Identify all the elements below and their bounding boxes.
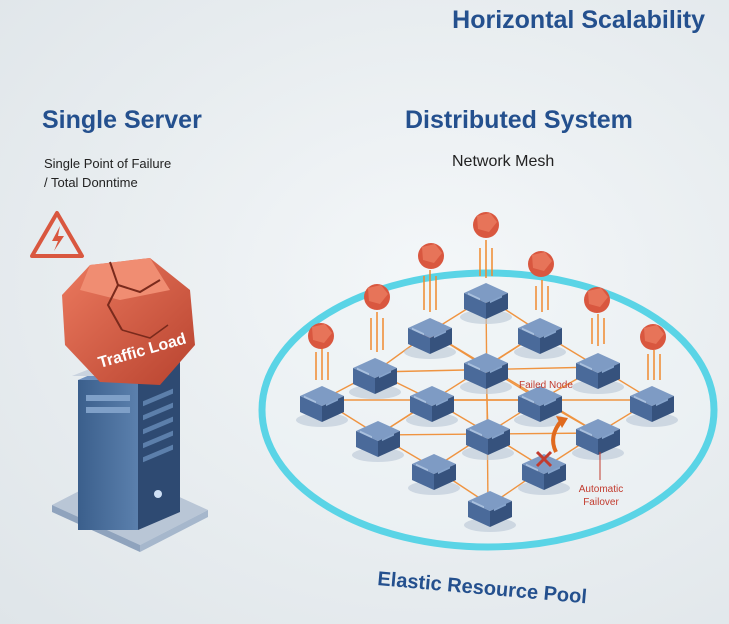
distributed-system-heading: Distributed System (405, 106, 633, 134)
main-title: Horizontal Scalability (452, 6, 705, 34)
traffic-load-boulder (62, 258, 195, 385)
subtitle-line-1: Single Point of Failure (44, 156, 172, 171)
elastic-resource-pool-label: Elastic Resource Pool (377, 568, 588, 608)
failed-node-label: Failed Node (519, 380, 573, 391)
single-server-tower (52, 356, 208, 552)
single-server-subtitle: Single Point of Failure / Total Donntime (44, 154, 171, 192)
automatic-failover-label-line-1: Automatic (579, 484, 623, 495)
subtitle-line-2: / Total Donntime (44, 175, 138, 190)
network-mesh-subtitle: Network Mesh (452, 153, 555, 170)
single-server-heading: Single Server (42, 106, 202, 134)
failover-arrowhead-icon (556, 416, 568, 428)
failed-node-x-icon (535, 450, 553, 468)
automatic-failover-label-line-2: Failover (583, 497, 619, 508)
high-voltage-warning-icon (30, 211, 84, 258)
traffic-arrows (315, 240, 661, 380)
